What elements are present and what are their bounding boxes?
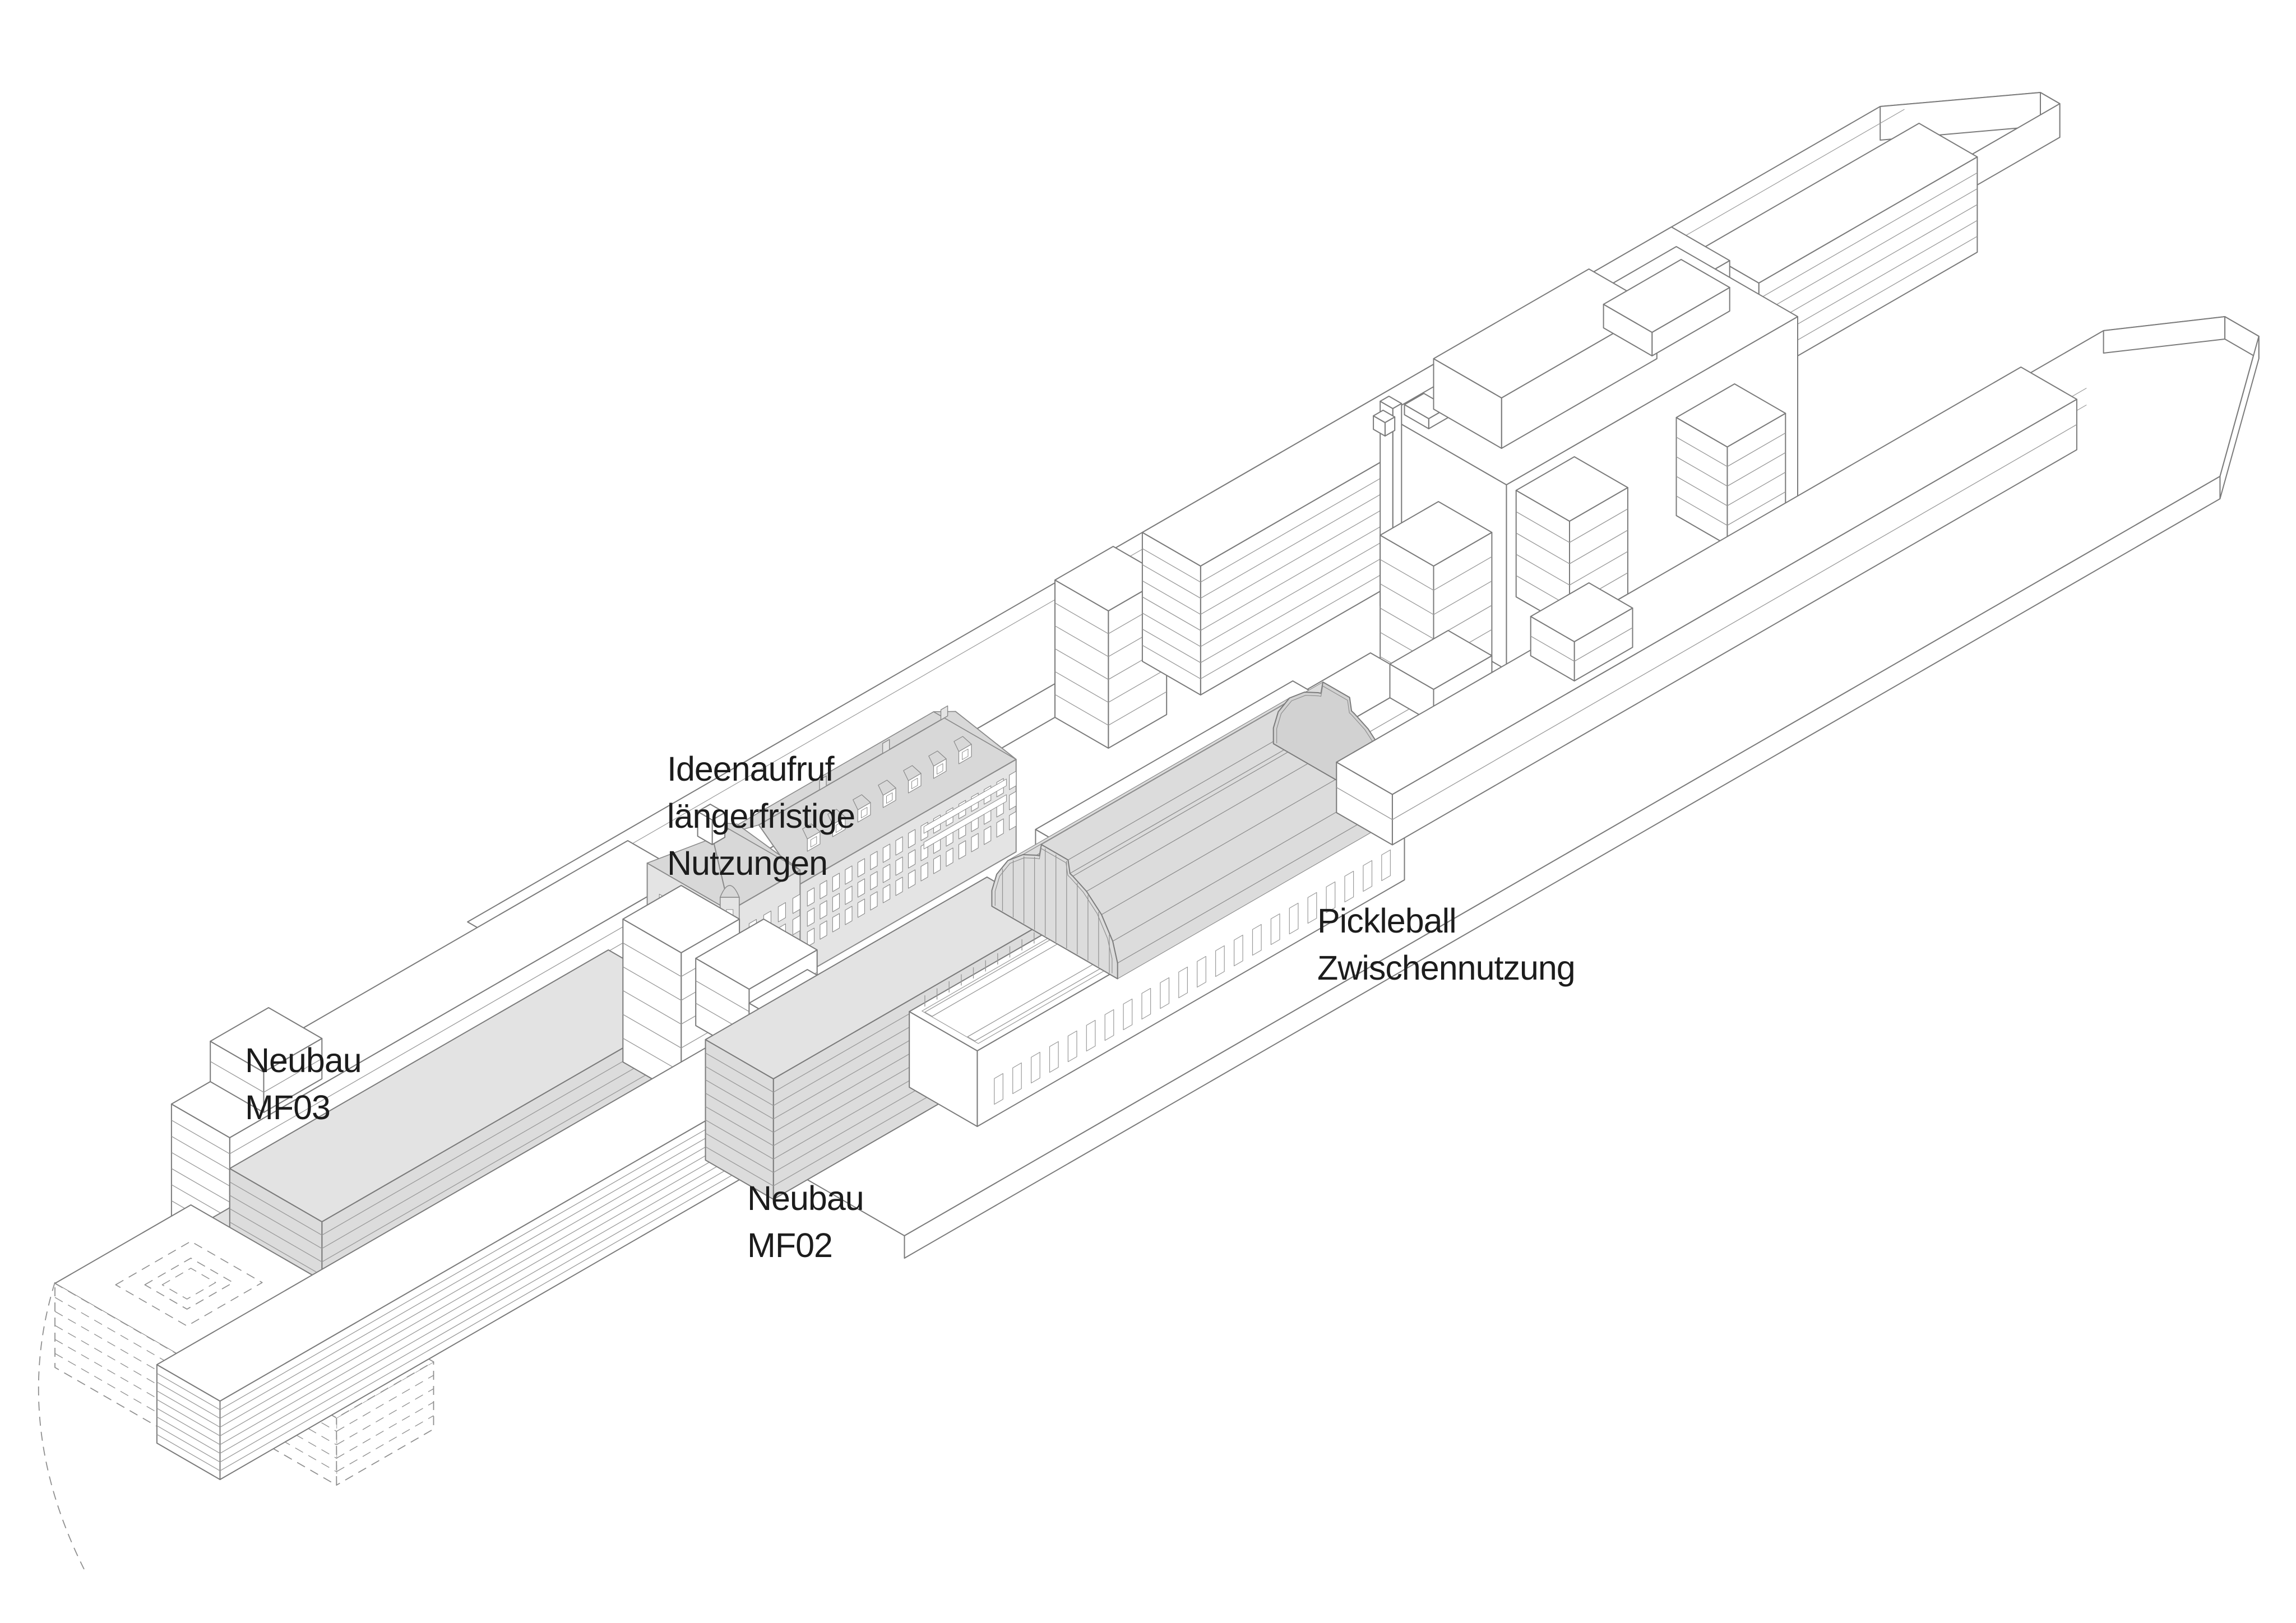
label-line: Neubau	[245, 1041, 362, 1079]
label-neubau-mf03: Neubau MF03	[245, 1037, 362, 1131]
label-line: Ideenaufruf	[667, 750, 835, 788]
label-line: MF02	[747, 1226, 833, 1264]
label-pickleball: Pickleball Zwischennutzung	[1317, 897, 1576, 991]
label-line: Neubau	[747, 1179, 864, 1217]
label-neubau-mf02: Neubau MF02	[747, 1175, 864, 1269]
label-line: längerfristige	[667, 797, 855, 835]
label-line: MF03	[245, 1088, 331, 1126]
label-ideenaufruf: Ideenaufruf längerfristige Nutzungen	[667, 745, 855, 887]
label-line: Pickleball	[1317, 902, 1457, 940]
label-line: Nutzungen	[667, 844, 828, 882]
label-line: Zwischennutzung	[1317, 949, 1576, 987]
